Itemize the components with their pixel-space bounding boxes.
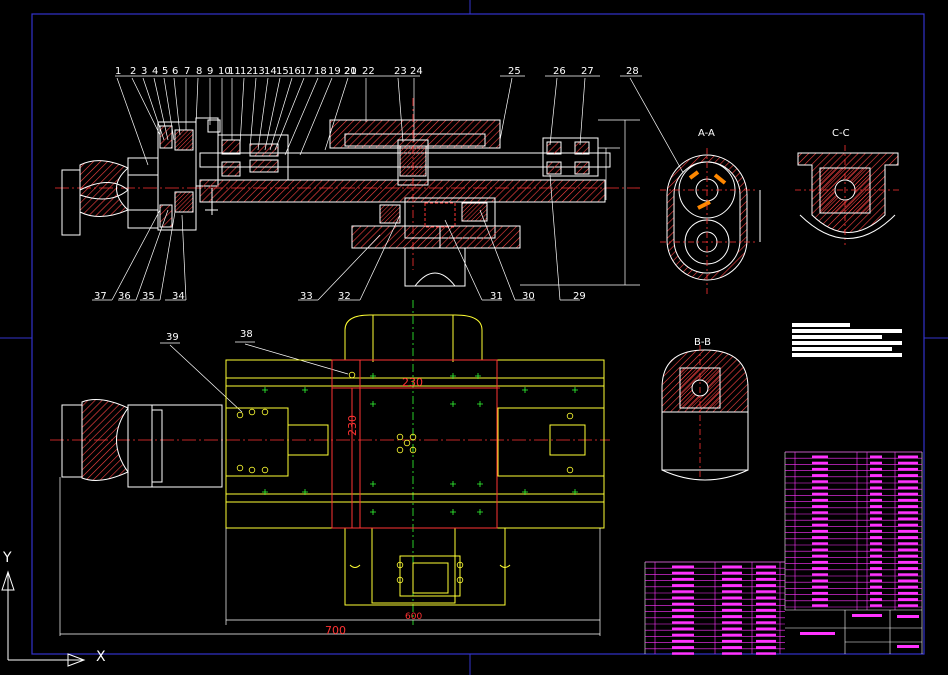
- fastener-cross: [370, 401, 376, 407]
- part-number-36: 36: [118, 291, 131, 302]
- fastener-cross: [477, 401, 483, 407]
- part-number-9: 9: [207, 66, 214, 77]
- fastener-cross: [572, 489, 578, 495]
- part-number-24: 24: [410, 66, 423, 77]
- part-number-28: 28: [626, 66, 639, 77]
- bolt-hole: [261, 408, 269, 416]
- part-number-18: 18: [314, 66, 327, 77]
- part-number-4: 4: [152, 66, 159, 77]
- technical-notes-block: [792, 323, 902, 357]
- fastener-cross: [522, 489, 528, 495]
- bolt-hole: [236, 411, 244, 419]
- section-b-b-view: [661, 345, 749, 481]
- fastener-cross: [450, 481, 456, 487]
- part-number-16: 16: [288, 66, 301, 77]
- section-a-a-view: [660, 148, 761, 295]
- part-number-15: 15: [276, 66, 289, 77]
- part-number-22: 22: [362, 66, 375, 77]
- plan-dimension-lines: [59, 387, 601, 636]
- bolt-hole: [261, 466, 269, 474]
- section-label-b-b: B-B: [694, 337, 711, 348]
- fastener-cross: [477, 481, 483, 487]
- part-number-10: 10: [218, 66, 231, 77]
- part-leader-lines: [92, 75, 691, 413]
- dimension-230-horizontal: 230: [402, 376, 423, 389]
- part-number-7: 7: [184, 66, 191, 77]
- part-number-26: 26: [553, 66, 566, 77]
- part-number-19: 19: [328, 66, 341, 77]
- parts-list-table: [644, 451, 923, 655]
- section-label-a-a: A-A: [698, 128, 715, 139]
- bolt-hole: [236, 464, 244, 472]
- bolt-hole: [248, 408, 256, 416]
- part-number-20: 20: [344, 66, 357, 77]
- part-number-38: 38: [240, 329, 253, 340]
- bolt-hole: [396, 576, 404, 584]
- plan-view: [50, 300, 610, 625]
- part-number-30: 30: [522, 291, 535, 302]
- fastener-cross: [572, 387, 578, 393]
- fastener-cross: [450, 401, 456, 407]
- part-number-34: 34: [172, 291, 185, 302]
- bolt-hole: [566, 412, 574, 420]
- bolt-hole: [409, 446, 417, 454]
- part-number-25: 25: [508, 66, 521, 77]
- part-number-21: 21: [344, 66, 357, 77]
- part-number-14: 14: [264, 66, 277, 77]
- part-number-23: 23: [394, 66, 407, 77]
- part-number-6: 6: [172, 66, 179, 77]
- bolt-hole: [396, 433, 404, 441]
- fastener-cross: [477, 509, 483, 515]
- part-number-3: 3: [141, 66, 148, 77]
- ucs-icon: [1, 570, 86, 667]
- bolt-hole: [456, 576, 464, 584]
- fastener-cross: [475, 373, 481, 379]
- bolt-hole: [403, 439, 411, 447]
- part-number-12: 12: [240, 66, 253, 77]
- dimension-600: 600: [405, 612, 423, 622]
- bolt-hole: [348, 371, 356, 379]
- axis-label-y: Y: [3, 550, 12, 566]
- bolt-hole: [396, 446, 404, 454]
- section-label-c-c: C-C: [832, 128, 850, 139]
- bolt-hole: [248, 466, 256, 474]
- fastener-cross: [522, 387, 528, 393]
- fastener-cross: [450, 509, 456, 515]
- part-number-27: 27: [581, 66, 594, 77]
- part-number-1: 1: [115, 66, 122, 77]
- axis-label-x: X: [96, 649, 106, 665]
- fastener-cross: [450, 373, 456, 379]
- part-number-13: 13: [252, 66, 265, 77]
- part-number-17: 17: [300, 66, 313, 77]
- fastener-cross: [262, 489, 268, 495]
- fastener-cross: [302, 387, 308, 393]
- fastener-cross: [262, 387, 268, 393]
- bolt-hole: [456, 561, 464, 569]
- part-number-37: 37: [94, 291, 107, 302]
- fastener-cross: [370, 509, 376, 515]
- part-number-8: 8: [196, 66, 203, 77]
- part-number-39: 39: [166, 332, 179, 343]
- bolt-hole: [566, 466, 574, 474]
- fastener-cross: [302, 489, 308, 495]
- part-number-2: 2: [130, 66, 137, 77]
- fastener-cross: [370, 373, 376, 379]
- bolt-hole: [409, 433, 417, 441]
- part-number-32: 32: [338, 291, 351, 302]
- part-number-5: 5: [162, 66, 169, 77]
- section-c-c-view: [795, 145, 900, 245]
- bolt-hole: [396, 561, 404, 569]
- dimension-230-vertical: 230: [346, 415, 359, 436]
- part-number-31: 31: [490, 291, 503, 302]
- part-number-11: 11: [228, 66, 241, 77]
- plan-view-fasteners: [236, 371, 578, 584]
- part-number-29: 29: [573, 291, 586, 302]
- dimension-700: 700: [325, 624, 346, 637]
- fastener-cross: [370, 481, 376, 487]
- part-number-35: 35: [142, 291, 155, 302]
- part-number-33: 33: [300, 291, 313, 302]
